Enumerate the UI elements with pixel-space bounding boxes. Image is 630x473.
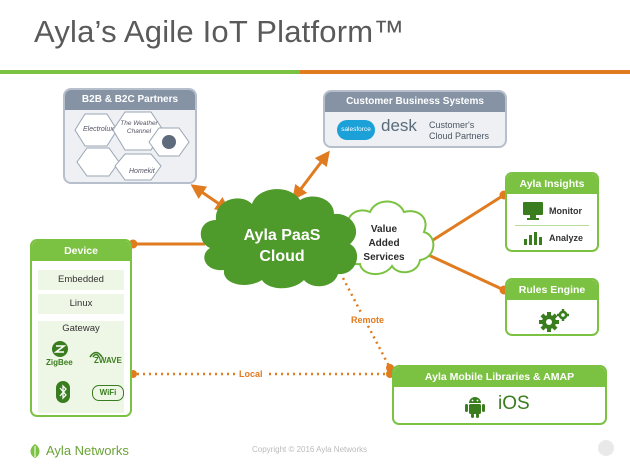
- paas-cloud-line-1: Ayla PaaS: [243, 227, 321, 244]
- gateway-label: Gateway: [62, 323, 100, 334]
- footer-copyright: Copyright © 2016 Ayla Networks: [252, 445, 368, 454]
- ios-label: iOS: [498, 393, 530, 414]
- rules-header: Rules Engine: [507, 280, 597, 300]
- page-title: Ayla’s Agile IoT Platform™: [34, 14, 405, 49]
- title-rule-green: [0, 70, 300, 74]
- mobile-box: Ayla Mobile Libraries & AMAP iOS: [392, 365, 607, 425]
- insights-header: Ayla Insights: [507, 174, 597, 194]
- device-linux: Linux: [38, 294, 124, 314]
- logo-desk: desk: [381, 116, 417, 135]
- logo-salesforce: salesforce: [337, 120, 375, 140]
- value-added-label-2: Added: [368, 238, 400, 249]
- logo-weather-channel: The Weather Channel: [120, 120, 158, 135]
- insights-divider: [515, 225, 589, 226]
- paas-cloud-line-2: Cloud: [259, 248, 305, 265]
- analyze-chart-icon: [524, 232, 542, 245]
- gears-icon: [539, 309, 569, 332]
- bluetooth-icon: [56, 381, 70, 403]
- partners-box: B2B & B2C Partners Electrolux The Weathe…: [63, 88, 197, 184]
- partners-logo-hexes: [74, 111, 190, 181]
- insights-box: Ayla Insights Monitor Analyze: [505, 172, 599, 252]
- value-added-label-1: Value: [370, 224, 398, 235]
- device-header: Device: [32, 241, 130, 261]
- partners-header: B2B & B2C Partners: [65, 90, 195, 110]
- device-embedded: Embedded: [38, 270, 124, 290]
- android-icon: [465, 397, 485, 418]
- business-caption-line-1: Customer's: [429, 120, 475, 130]
- logo-electrolux: Electrolux: [83, 126, 114, 133]
- wifi-logo: WiFi: [92, 385, 124, 401]
- business-box: Customer Business Systems salesforce des…: [323, 90, 507, 148]
- remote-link-label: Remote: [348, 315, 388, 325]
- paas-cloud-label: Ayla PaaS Cloud: [232, 225, 332, 267]
- rules-box: Rules Engine: [505, 278, 599, 336]
- value-added-label-3: Services: [363, 252, 405, 263]
- page-number-badge: [598, 440, 614, 456]
- title-rule-orange: [300, 70, 630, 74]
- ayla-leaf-logo-icon: [30, 444, 40, 458]
- line-rules: [421, 250, 505, 292]
- device-box: Device Embedded Linux Gateway ZigBee ZWA…: [30, 239, 132, 417]
- footer-brand: Ayla Networks: [46, 443, 129, 458]
- business-header: Customer Business Systems: [325, 92, 505, 112]
- business-caption: Customer's Cloud Partners: [429, 120, 489, 142]
- analyze-label: Analyze: [549, 233, 584, 243]
- zwave-label: ZWAVE: [94, 356, 122, 365]
- device-gateway-panel: Gateway ZigBee ZWAVE WiFi: [38, 321, 124, 413]
- line-insights: [421, 193, 505, 249]
- paas-cloud: [200, 189, 358, 289]
- logo-homekit: Homekit: [129, 168, 155, 175]
- value-added-cloud: [341, 200, 435, 275]
- mobile-header: Ayla Mobile Libraries & AMAP: [394, 367, 605, 387]
- business-caption-line-2: Cloud Partners: [429, 131, 490, 141]
- zwave-waves-icon: [89, 351, 103, 358]
- zigbee-label: ZigBee: [46, 358, 73, 367]
- line-remote: [341, 277, 392, 369]
- monitor-label: Monitor: [549, 206, 582, 216]
- local-link-label: Local: [236, 369, 266, 379]
- monitor-icon: [523, 202, 543, 220]
- arrow-business: [292, 150, 330, 201]
- zigbee-icon: [52, 341, 68, 357]
